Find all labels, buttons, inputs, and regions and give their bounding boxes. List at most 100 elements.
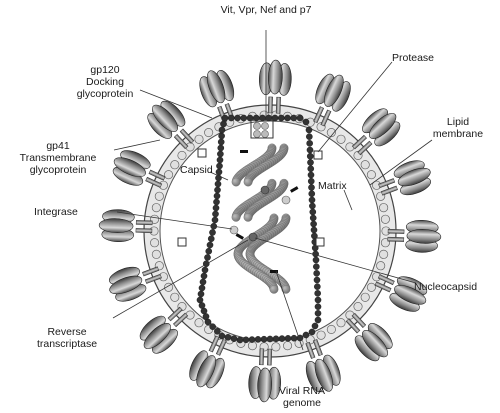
matrix-protein	[154, 191, 164, 201]
capsid-protein	[236, 336, 244, 344]
label-nucleocapsid: Nucleocapsid	[414, 281, 478, 293]
label-gp41: gp41 Transmembrane glycoprotein	[19, 140, 97, 176]
capsid-protein	[260, 335, 268, 343]
gp120-lobe	[143, 323, 171, 350]
gp41-stalk	[374, 281, 392, 293]
capsid-protein	[308, 184, 315, 191]
capsid-protein	[196, 296, 204, 304]
gp41-stalk	[208, 335, 220, 353]
capsid-protein	[314, 316, 322, 324]
gp41-stalk	[378, 178, 396, 189]
capsid-protein	[201, 266, 209, 274]
rt-mark	[290, 186, 299, 193]
gp41-stalk	[357, 140, 373, 156]
capsid-protein	[308, 328, 316, 336]
rna-bead	[243, 177, 253, 187]
matrix-protein	[336, 318, 346, 328]
gp41-stalk	[351, 134, 367, 150]
capsid-protein	[220, 120, 227, 128]
rna-bead	[231, 212, 241, 222]
matrix-protein	[360, 160, 370, 170]
capsid-protein	[214, 328, 221, 335]
capsid-protein	[310, 226, 318, 234]
glycoprotein-spike	[374, 274, 428, 312]
gp41-stalk	[167, 306, 183, 322]
capsid-protein	[266, 335, 274, 343]
gp41-stalk	[351, 312, 367, 328]
matrix-protein	[353, 302, 363, 312]
glycoprotein-spike	[147, 100, 195, 150]
gp120-lobe	[113, 157, 146, 177]
gp41-stalk	[173, 312, 189, 328]
label-protease: Protease	[392, 52, 435, 64]
gp120-lobe	[206, 70, 226, 104]
gp120-lobe	[196, 355, 216, 388]
rt-mark	[235, 233, 244, 240]
gp41-stalk	[345, 318, 361, 334]
capsid-protein	[309, 214, 317, 222]
gp41-stalk	[267, 348, 273, 366]
rna-bead	[281, 284, 291, 294]
capsid-protein	[311, 322, 319, 330]
gp41-stalk	[377, 274, 395, 286]
capsid-protein	[307, 165, 315, 173]
capsid-protein	[200, 307, 208, 315]
gp120-lobe	[314, 358, 334, 392]
matrix-protein	[164, 282, 174, 292]
capsid-protein	[254, 336, 262, 343]
glycoprotein-spike	[98, 209, 153, 243]
capsid-protein	[290, 114, 298, 122]
matrix-protein	[283, 341, 293, 351]
capsid-protein	[218, 132, 225, 140]
gp41-stalk	[387, 236, 405, 242]
capsid-protein	[218, 332, 226, 340]
matrix-protein	[151, 249, 161, 259]
capsid-protein	[290, 334, 298, 342]
capsid-protein	[307, 177, 315, 185]
capsid-protein	[216, 156, 224, 164]
capsid-protein	[284, 114, 291, 122]
gp120-lobe	[109, 275, 143, 295]
label-reverse-transcriptase: Reverse transcriptase	[36, 326, 98, 350]
matrix-protein	[194, 134, 204, 144]
capsid-protein	[278, 335, 286, 342]
capsid-protein	[221, 114, 229, 122]
matrix-protein	[336, 134, 346, 144]
capsid-protein	[217, 144, 225, 152]
gp41-stalk	[267, 96, 273, 114]
capsid-protein	[310, 220, 317, 228]
gp120-lobe	[324, 74, 344, 107]
matrix-protein	[316, 330, 326, 340]
rt-mark	[240, 150, 248, 153]
matrix-protein	[170, 292, 180, 302]
capsid-protein	[242, 336, 250, 344]
capsid-protein	[212, 204, 220, 212]
gp120-lobe	[394, 285, 427, 305]
capsid-protein	[198, 302, 206, 309]
capsid-protein	[214, 186, 221, 194]
gp41-stalk	[148, 169, 166, 181]
gp120-lobe	[397, 167, 431, 187]
glycoprotein-spike	[189, 335, 227, 389]
accessory-protein-dot	[253, 122, 261, 130]
gp120-lobe	[268, 59, 283, 95]
capsid-protein	[314, 290, 321, 297]
matrix-protein	[164, 170, 174, 180]
matrix-protein	[326, 128, 336, 138]
capsid-protein	[314, 283, 321, 290]
label-matrix: Matrix	[318, 180, 347, 192]
capsid-protein	[307, 159, 314, 166]
capsid-protein	[224, 334, 232, 341]
capsid-protein	[306, 133, 313, 140]
capsid-protein	[296, 114, 304, 122]
gp41-stalk	[312, 339, 323, 357]
gp120-lobe	[406, 229, 442, 244]
capsid-protein	[217, 150, 224, 158]
gp41-stalk	[135, 228, 153, 234]
matrix-protein	[379, 203, 389, 213]
matrix-protein	[376, 261, 386, 271]
glycoprotein-spike	[387, 219, 442, 253]
integrase-dot	[229, 225, 239, 235]
capsid-protein	[240, 114, 248, 122]
